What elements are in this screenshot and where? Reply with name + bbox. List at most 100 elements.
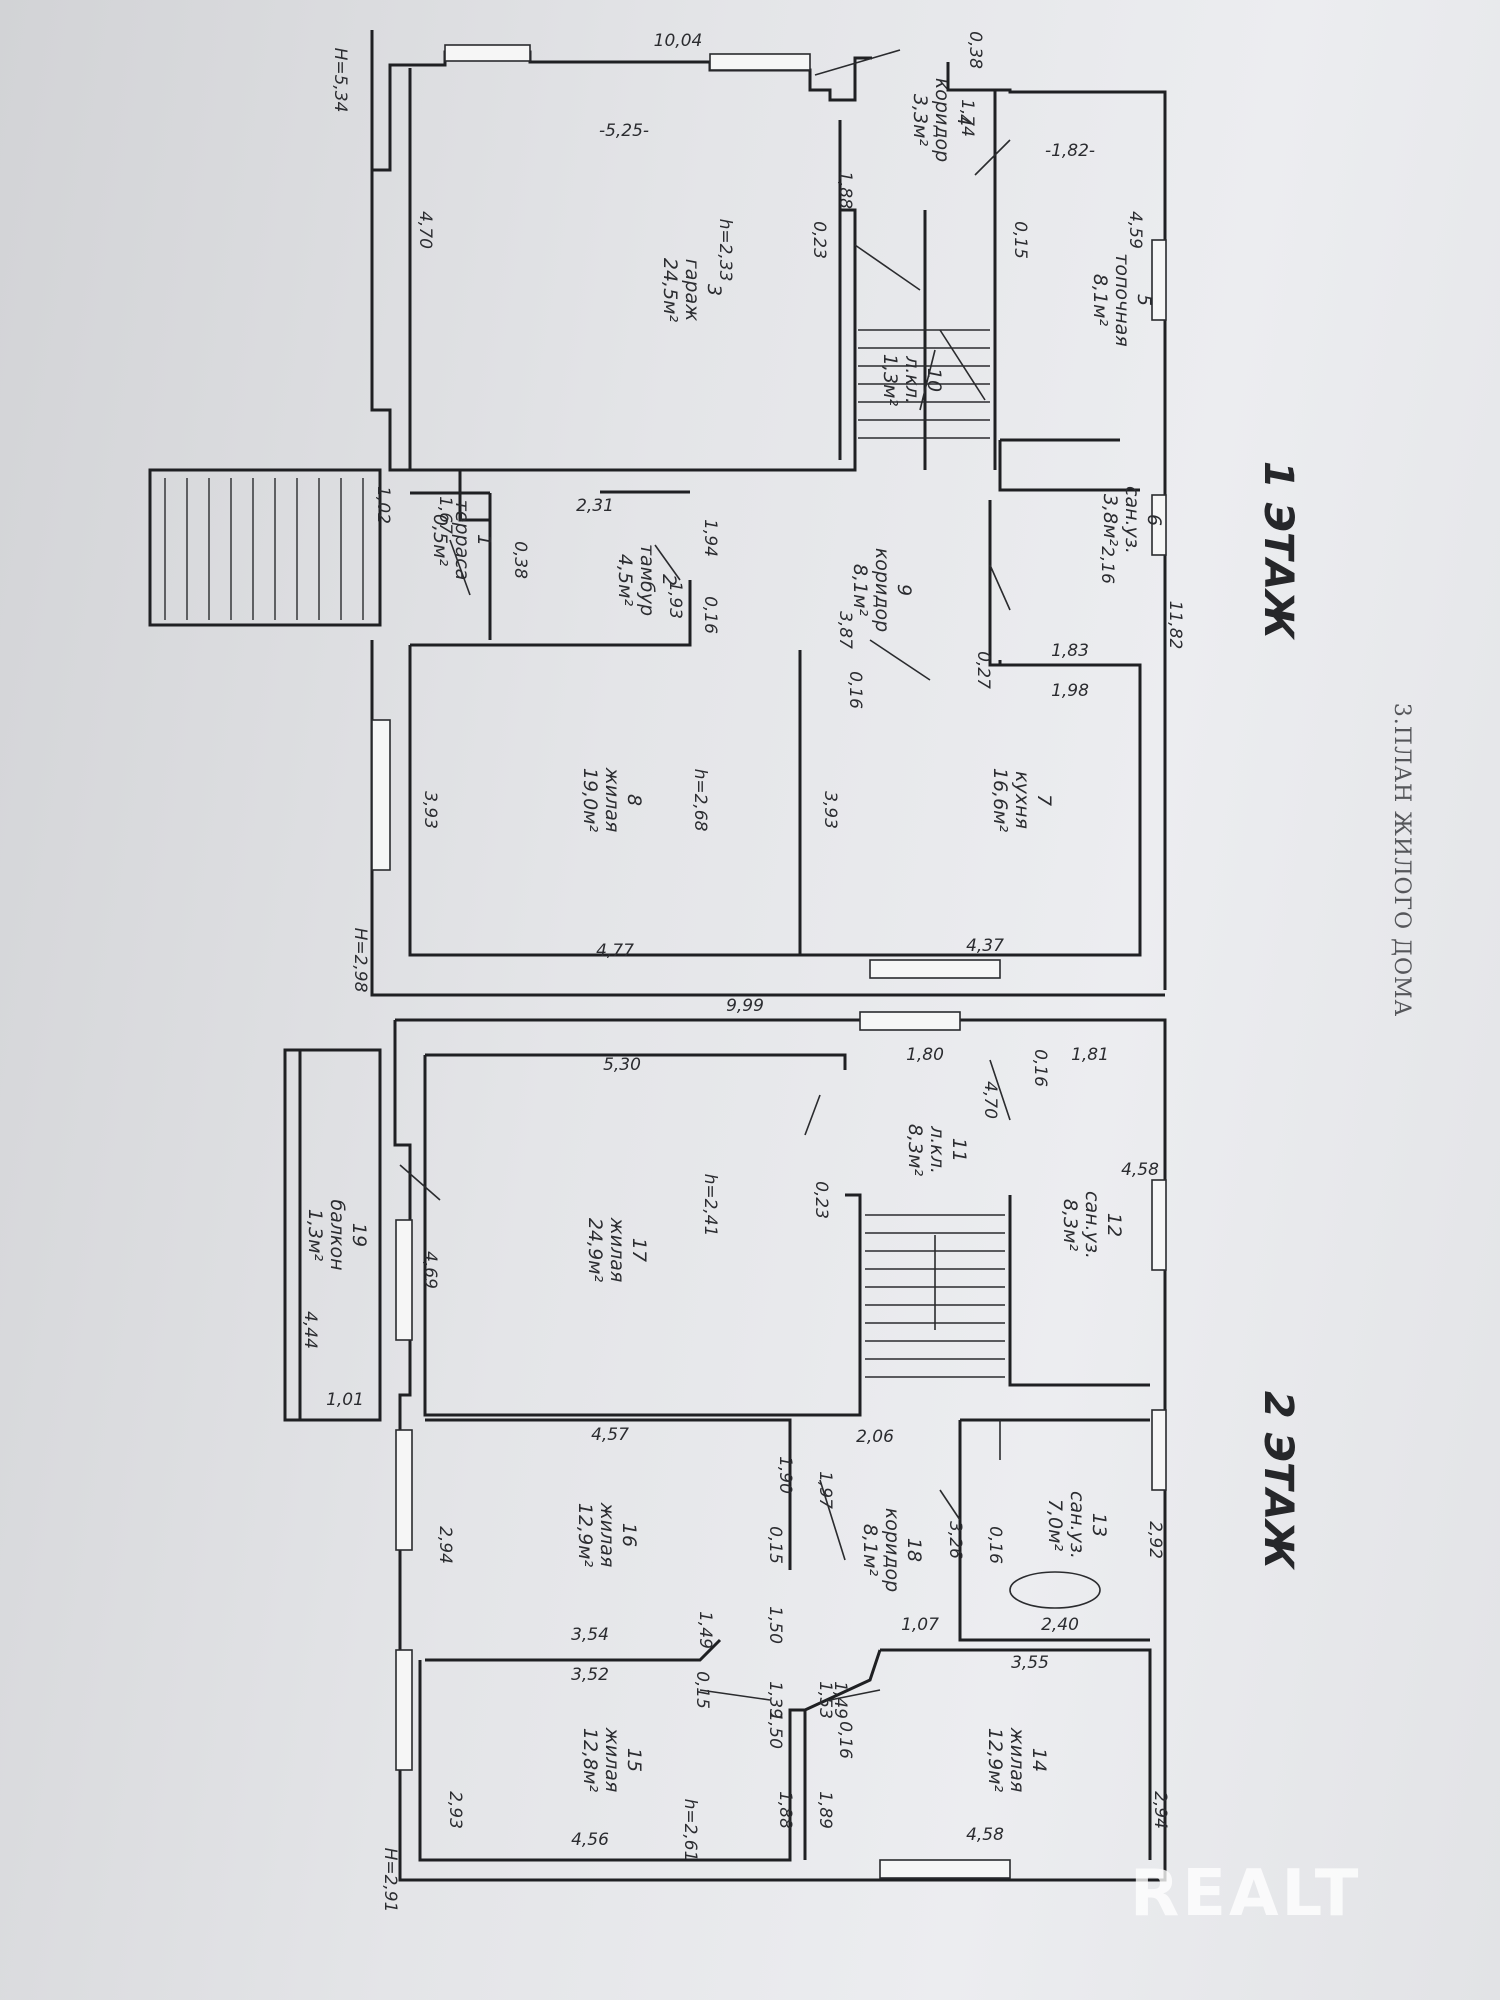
- f1-dimension: 0,16: [845, 671, 865, 709]
- window-f2-right-2: [1151, 1409, 1167, 1491]
- wall: [798, 650, 1142, 957]
- f2-room-area: 8,3м²: [904, 1124, 926, 1177]
- stair-line: [854, 244, 921, 291]
- window-f1-right-1: [1151, 239, 1167, 321]
- f2-dimension: H=2,91: [380, 1848, 400, 1913]
- wall: [425, 1638, 722, 1662]
- f1-dimension: 0,16: [700, 596, 720, 634]
- window-f2-bottom: [879, 1859, 1011, 1879]
- f1-dimension: 4,59: [1125, 211, 1145, 249]
- f2-room-area: 7,0м²: [1044, 1499, 1066, 1552]
- f1-room-number: 5: [1133, 294, 1155, 306]
- window-f1-top-1: [444, 44, 531, 62]
- floor1-title: 1 ЭТАЖ: [1255, 461, 1301, 640]
- door-swing: [829, 1689, 881, 1701]
- f2-dimension: h=2,41: [700, 1174, 720, 1237]
- f1-dimension: 0,38: [965, 31, 985, 69]
- f2-room-area: 12,8м²: [579, 1728, 601, 1793]
- f1-dimension: 1,94: [700, 519, 720, 557]
- f1-room-name: топочная: [1111, 253, 1133, 346]
- wall: [958, 1420, 1150, 1642]
- f2-dimension: 1,39: [765, 1681, 785, 1719]
- f2-dimension: 3,55: [1011, 1653, 1049, 1673]
- f1-room-name: кухня: [1011, 771, 1033, 829]
- f1-dimension: 2,31: [576, 496, 614, 516]
- f1-room-number: 6: [1143, 514, 1165, 526]
- f2-dimension: h=2,61: [680, 1799, 700, 1862]
- f2-room-area: 12,9м²: [574, 1503, 596, 1568]
- f1-dimension: h=2,68: [690, 769, 710, 832]
- f1-dimension: 4,77: [596, 941, 634, 961]
- wall: [370, 640, 1165, 997]
- f2-dimension: 0,15: [765, 1526, 785, 1564]
- f2-room-name: жилая: [606, 1217, 628, 1283]
- f2-dimension: 4,70: [980, 1081, 1000, 1119]
- f1-room-number: 7: [1033, 794, 1055, 806]
- window-f1-top-2: [709, 53, 811, 71]
- f2-room-name: балкон: [326, 1199, 348, 1270]
- wall: [418, 1660, 807, 1862]
- f2-dimension: 4,58: [1121, 1160, 1159, 1180]
- stair-line: [939, 329, 986, 401]
- door-swing: [804, 1094, 821, 1136]
- f1-dimension: 3,93: [820, 791, 840, 829]
- f2-dimension: 0,16: [1030, 1049, 1050, 1087]
- wall: [425, 1418, 792, 1570]
- f1-dimension: 2,16: [1097, 546, 1117, 584]
- f2-dimension: 1,81: [1071, 1045, 1109, 1065]
- f1-dimension: 1,02: [373, 486, 393, 524]
- wall: [410, 580, 692, 647]
- f2-dimension: 0,15: [692, 1671, 712, 1709]
- f2-room-name: жилая: [1006, 1727, 1028, 1793]
- f2-dimension: 2,93: [445, 1791, 465, 1829]
- f1-room-number: 4: [953, 114, 975, 126]
- f1-room-area: 4,5м²: [614, 554, 636, 607]
- door-swing: [449, 539, 471, 596]
- f2-dimension: 3,26: [945, 1521, 965, 1559]
- door-swing: [819, 1479, 846, 1561]
- wall: [425, 1053, 847, 1070]
- f2-dimension: 2,94: [1150, 1791, 1170, 1829]
- f2-room-number: 15: [623, 1748, 645, 1772]
- f2-room-number: 13: [1088, 1513, 1110, 1537]
- f1-room-name: терраса: [451, 500, 473, 581]
- f1-dimension: 1,98: [1051, 681, 1089, 701]
- window-f2-top: [859, 1011, 961, 1031]
- f2-dimension: 2,40: [1041, 1615, 1079, 1635]
- f2-room-name: коридор: [881, 1508, 903, 1592]
- plan-walls: [148, 30, 1167, 1882]
- f1-dimension: -5,25-: [599, 121, 649, 141]
- f1-dimension: 9,99: [726, 996, 764, 1016]
- f1-room-name: л.кл.: [901, 355, 923, 404]
- door-swing: [654, 544, 681, 581]
- wall: [804, 1649, 882, 1712]
- f2-room-number: 11: [948, 1138, 970, 1162]
- f1-dimension: 4,70: [415, 211, 435, 249]
- door-swing: [989, 564, 1011, 611]
- f2-dimension: 2,06: [856, 1427, 894, 1447]
- f1-room-area: 3,8м²: [1099, 494, 1121, 547]
- door-swing: [939, 1489, 961, 1521]
- f2-dimension: 4,56: [571, 1830, 609, 1850]
- wall: [998, 440, 1140, 492]
- f2-room-name: л.кл.: [926, 1125, 948, 1174]
- f1-room-area: 1,3м²: [879, 354, 901, 407]
- f1-room-name: гараж: [681, 259, 703, 321]
- f2-room-number: 17: [628, 1238, 650, 1262]
- f1-dimension: 1,67: [435, 496, 455, 534]
- f1-dimension: 10,04: [654, 31, 703, 51]
- window-f2-right-1: [1151, 1179, 1167, 1271]
- f2-room-area: 12,9м²: [984, 1728, 1006, 1793]
- window-f1-bottom: [869, 959, 1001, 979]
- window-f2-left-2: [395, 1429, 413, 1551]
- f1-room-number: 1: [473, 534, 495, 546]
- f2-dimension: 3,54: [571, 1625, 609, 1645]
- wall: [283, 1048, 300, 1422]
- f1-room-number: 9: [893, 584, 915, 596]
- f2-dimension: 1,50: [765, 1606, 785, 1644]
- f2-dimension: 4,69: [420, 1251, 440, 1289]
- door-swing: [699, 1689, 771, 1701]
- f1-dimension: h=2,33: [715, 219, 735, 282]
- f1-dimension: 11,82: [1165, 601, 1185, 650]
